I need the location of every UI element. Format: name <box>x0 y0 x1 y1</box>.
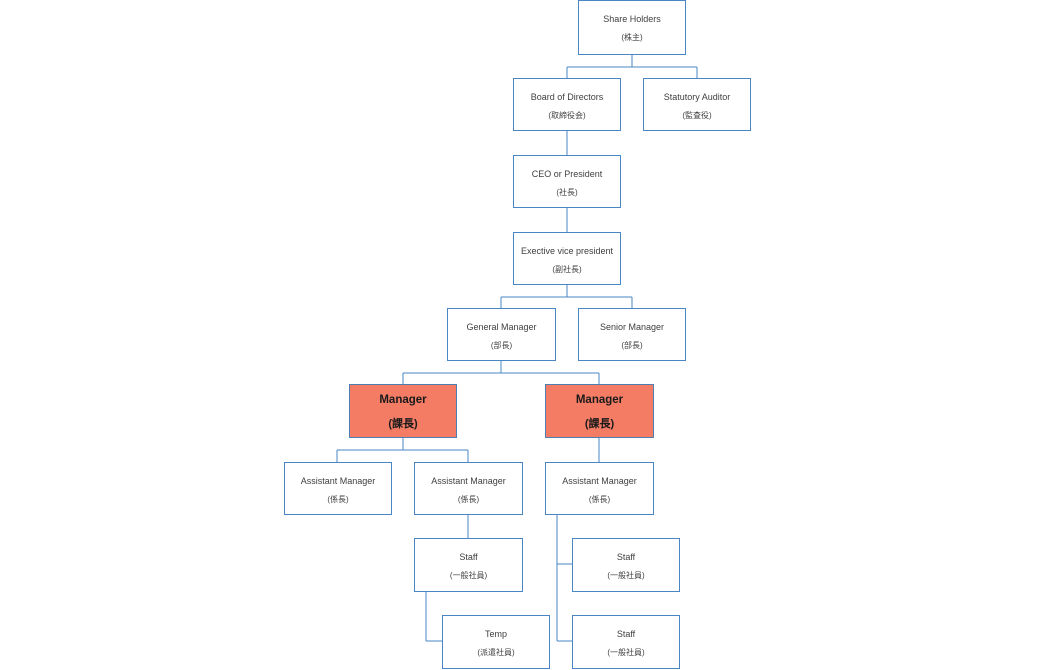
node-subtitle: (取締役会) <box>548 111 586 120</box>
node-title: General Manager <box>466 322 537 332</box>
node-title: Assistant Manager <box>300 476 376 486</box>
temp-box: Temp (派遣社員) <box>442 615 550 669</box>
share-holders-box: Share Holders (株主) <box>578 0 686 55</box>
node-subtitle: (係長) <box>457 495 480 504</box>
node-title: Assistant Manager <box>562 476 637 486</box>
node-title: Temp <box>484 629 507 639</box>
node-subtitle: (一般社員) <box>607 648 645 657</box>
manager-left-box: Manager (課長) <box>349 384 457 438</box>
node-subtitle: (部長) <box>490 341 513 350</box>
node-subtitle: (係長) <box>327 495 349 504</box>
senior-manager-box: Senior Manager (部長) <box>578 308 686 361</box>
node-subtitle: (課長) <box>388 418 418 430</box>
node-title: CEO or President <box>531 169 603 179</box>
node-title: Senior Manager <box>599 322 665 332</box>
node-subtitle: (一般社員) <box>607 571 645 580</box>
node-subtitle: (副社長) <box>552 265 582 274</box>
manager-right-box: Manager (課長) <box>545 384 654 438</box>
node-title: Board of Directors <box>530 92 604 102</box>
node-title: Manager <box>379 394 427 406</box>
node-subtitle: (部長) <box>621 341 643 350</box>
board-of-directors-box: Board of Directors (取締役会) <box>513 78 621 131</box>
staff-1-box: Staff (一般社員) <box>414 538 523 592</box>
node-title: Manager <box>575 394 624 406</box>
ceo-box: CEO or President (社長) <box>513 155 621 208</box>
node-title: Staff <box>616 552 636 562</box>
statutory-auditor-box: Statutory Auditor (監査役) <box>643 78 751 131</box>
node-subtitle: (派遣社員) <box>477 648 515 657</box>
node-subtitle: (株主) <box>621 33 643 42</box>
node-title: Exective vice president <box>520 246 614 256</box>
assistant-manager-3-box: Assistant Manager (係長) <box>545 462 654 515</box>
node-title: Assistant Manager <box>431 476 506 486</box>
node-subtitle: (監査役) <box>682 111 712 120</box>
node-subtitle: (係長) <box>588 495 611 504</box>
node-title: Staff <box>616 629 636 639</box>
node-subtitle: (社長) <box>556 188 578 197</box>
staff-2-box: Staff (一般社員) <box>572 538 680 592</box>
node-subtitle: (課長) <box>584 418 615 430</box>
node-title: Share Holders <box>603 14 661 24</box>
evp-box: Exective vice president (副社長) <box>513 232 621 285</box>
node-title: Staff <box>459 552 478 562</box>
node-title: Statutory Auditor <box>663 92 731 102</box>
general-manager-box: General Manager (部長) <box>447 308 556 361</box>
assistant-manager-1-box: Assistant Manager (係長) <box>284 462 392 515</box>
assistant-manager-2-box: Assistant Manager (係長) <box>414 462 523 515</box>
staff-3-box: Staff (一般社員) <box>572 615 680 669</box>
node-subtitle: (一般社員) <box>449 571 488 580</box>
